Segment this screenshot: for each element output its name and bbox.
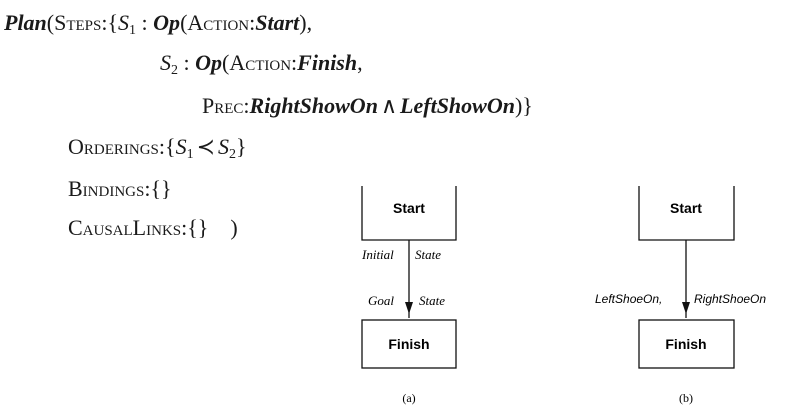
plan-keyword: Plan — [4, 10, 47, 35]
step2-name: S — [160, 50, 171, 75]
step1-action-value: Start — [255, 10, 300, 35]
step1-action-label: Action: — [187, 10, 256, 35]
causal-links-label: CausalLinks: — [68, 215, 188, 240]
prec-close: )} — [514, 93, 533, 118]
bindings-line: Bindings:{} — [68, 176, 172, 202]
orderings-open: { — [165, 134, 176, 159]
step1-subscript: 1 — [129, 23, 137, 38]
step2-action-value: Finish — [297, 50, 358, 75]
orderings-a: S — [175, 134, 187, 159]
diagram-b-finish-box — [638, 319, 735, 369]
orderings-b-sub: 2 — [229, 147, 237, 162]
diagram-a-label-state-top: State — [415, 247, 441, 262]
step1-op: Op — [153, 10, 181, 35]
and-symbol: ∧ — [380, 93, 398, 118]
step2-open: ( — [222, 50, 230, 75]
diagram-b-start-label: Start — [670, 200, 702, 216]
plan-line-3: Prec:RightShowOn∧LeftShowOn)} — [202, 93, 533, 119]
plan-line-1: Plan(Steps:{S1 : Op(Action:Start), — [4, 10, 312, 44]
diagram-b: Start LeftShoeOn, RightShoeOn Finish (b) — [595, 186, 766, 405]
diagram-a-label-goal: Goal — [368, 293, 394, 308]
step1-colon: : — [136, 10, 154, 35]
diagram-a-label-state-bottom: State — [419, 293, 445, 308]
causal-links-value: {} — [187, 215, 209, 240]
step2-subscript: 2 — [171, 63, 178, 78]
diagram-a-label-initial: Initial — [361, 247, 394, 262]
prec-left: RightShowOn — [249, 93, 378, 118]
prec-label: Prec: — [202, 93, 250, 118]
precedes-symbol: ≺ — [196, 134, 216, 159]
orderings-label: Orderings: — [68, 134, 166, 159]
causal-links-close: ) — [230, 215, 238, 240]
diagram-b-finish-label: Finish — [665, 336, 706, 352]
orderings-b: S — [218, 134, 230, 159]
steps-open-brace: { — [107, 10, 119, 35]
plan-line-2: S2 : Op(Action:Finish, — [160, 50, 363, 84]
diagram-a-arrowhead — [405, 302, 413, 314]
step1-name: S — [118, 10, 130, 35]
orderings-line: Orderings:{S1≺S2} — [68, 134, 247, 168]
diagram-b-arrowhead — [682, 302, 690, 314]
step2-colon: : — [178, 50, 196, 75]
prec-right: LeftShowOn — [400, 93, 515, 118]
diagram-a-caption: (a) — [402, 391, 415, 405]
diagram-b-label-right: RightShoeOn — [694, 292, 766, 306]
diagram-b-label-left: LeftShoeOn, — [595, 292, 662, 306]
step1-close: ), — [299, 10, 313, 35]
causal-links-line: CausalLinks:{}) — [68, 215, 238, 241]
diagram-a-finish-label: Finish — [388, 336, 429, 352]
steps-label: Steps: — [54, 10, 108, 35]
diagram-a: Start Initial State Goal State Finish (a… — [361, 186, 457, 405]
step2-action-label: Action: — [229, 50, 298, 75]
diagram-b-caption: (b) — [679, 391, 693, 405]
step1-open: ( — [180, 10, 188, 35]
plan-open-paren: ( — [46, 10, 55, 35]
step2-op: Op — [195, 50, 223, 75]
diagram-a-start-label: Start — [393, 200, 425, 216]
orderings-close: } — [236, 134, 247, 159]
bindings-value: {} — [150, 176, 172, 201]
step2-close: , — [357, 50, 363, 75]
bindings-label: Bindings: — [68, 176, 151, 201]
orderings-a-sub: 1 — [186, 147, 194, 162]
diagram-a-finish-box — [361, 319, 457, 369]
